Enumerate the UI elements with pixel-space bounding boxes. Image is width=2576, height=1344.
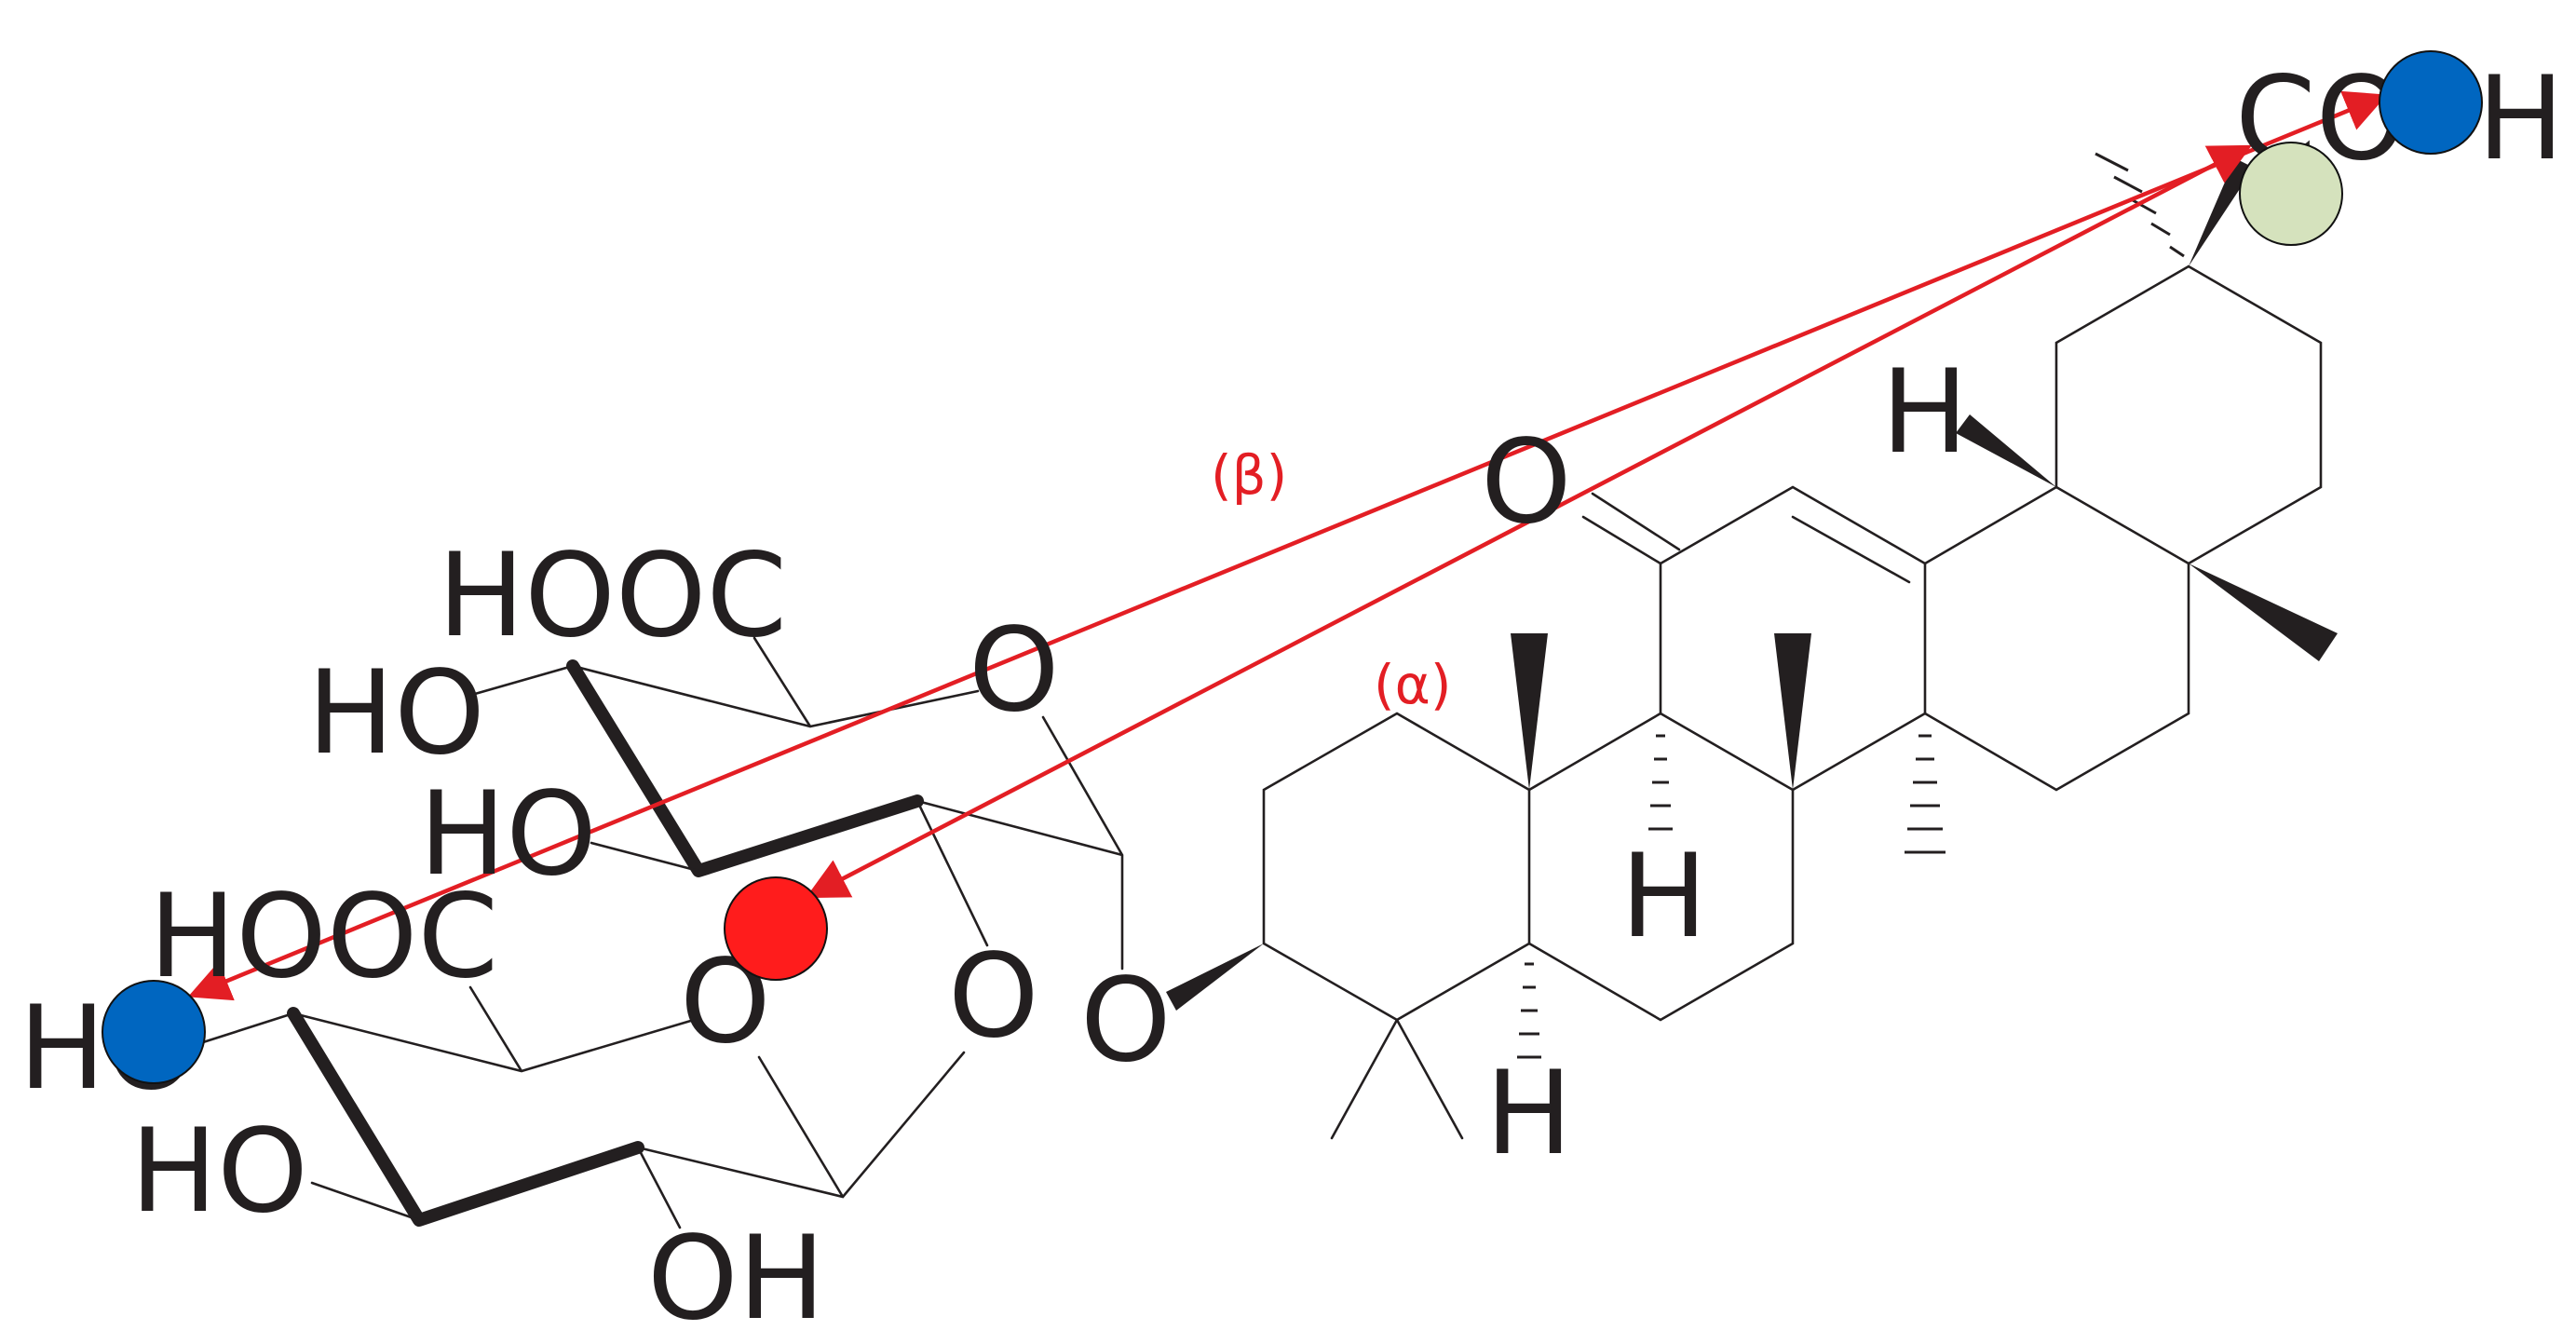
ho-middle-label: HO — [419, 767, 597, 902]
beta-label: (β) — [1211, 443, 1287, 507]
ho-upper-label: HO — [307, 646, 485, 781]
hooc-upper-label: HOOC — [438, 529, 787, 663]
gem-dimethyl — [1330, 1018, 1464, 1140]
c10-methyl-wedge — [1511, 633, 1548, 790]
blue-marker-top-right — [2379, 50, 2483, 155]
c18-h-wedge — [1956, 414, 2056, 487]
c17-methyl-wedge — [2189, 563, 2338, 661]
c8-methyl-wedge — [1774, 633, 1811, 790]
double-bond-c12-c13 — [1791, 515, 1911, 584]
ring-a — [1262, 712, 1531, 1022]
c3-o-wedge — [1166, 944, 1264, 1011]
lower-sugar-ho-bonds — [310, 1146, 682, 1229]
lower-sugar-ring-bold — [287, 1007, 644, 1227]
hooc-lower-label: HOOC — [149, 870, 498, 1004]
arrows — [187, 90, 2388, 1001]
red-marker — [724, 876, 828, 981]
green-marker — [2239, 142, 2343, 246]
c9-h-hash — [1648, 734, 1673, 831]
glycosidic-o-label: O — [969, 604, 1060, 738]
c9-h-label: H — [1620, 830, 1707, 964]
aglycone-skeleton — [1166, 152, 2338, 1140]
ho-bottom-label: HO — [130, 1105, 308, 1239]
alpha-arrow — [806, 144, 2252, 899]
aglycone-o-label: O — [1080, 954, 1172, 1088]
ring-d — [1923, 485, 2190, 792]
oh-bottom-label: OH — [647, 1212, 825, 1344]
alpha-label: (α) — [1374, 653, 1452, 716]
carbonyl-bond — [1581, 492, 1681, 565]
upper-ring-o-label: O — [948, 930, 1039, 1064]
blue-marker-left — [102, 980, 206, 1084]
markers — [102, 50, 2483, 1084]
lower-sugar-ring-thin — [198, 985, 966, 1199]
atom-labels: CO H H O (β) (α) HOOC O HO HO HOOC HO O … — [19, 52, 2564, 1344]
c11-oxo-label: O — [1481, 415, 1572, 550]
c5-h-label: H — [1485, 1047, 1572, 1181]
c14-methyl-hash — [1905, 734, 1946, 854]
ring-e — [2054, 265, 2323, 565]
cooh-h-label: H — [2477, 52, 2564, 186]
c18-h-label: H — [1881, 346, 1968, 480]
glucuronide-lower — [198, 985, 966, 1229]
c5-h-hash — [1517, 962, 1541, 1059]
